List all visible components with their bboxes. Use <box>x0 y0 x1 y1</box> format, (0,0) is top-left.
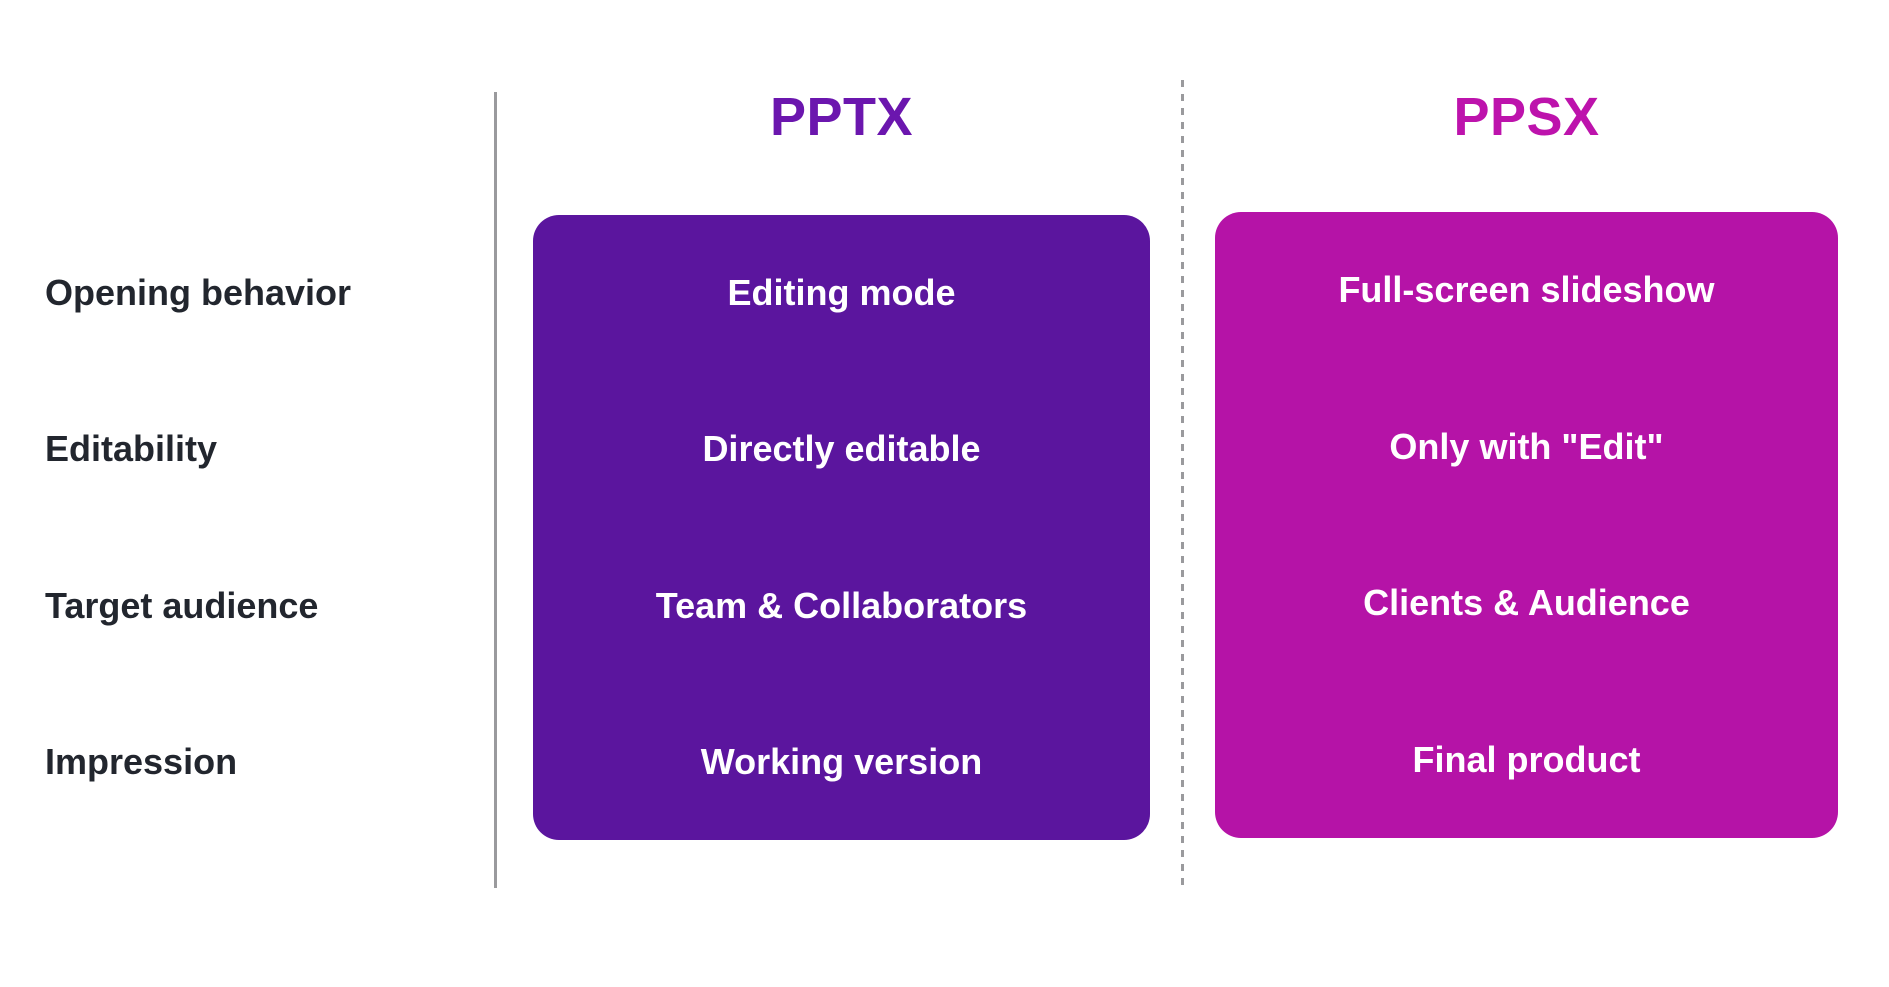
card-pptx: Editing mode Directly editable Team & Co… <box>533 215 1150 840</box>
cell-ppsx-target-audience: Clients & Audience <box>1363 582 1690 624</box>
cell-ppsx-editability: Only with "Edit" <box>1389 425 1664 467</box>
row-label-opening-behavior: Opening behavior <box>45 272 352 314</box>
cell-pptx-opening-behavior: Editing mode <box>727 272 956 314</box>
row-label-target-audience: Target audience <box>45 584 319 626</box>
cell-ppsx-opening-behavior: Full-screen slideshow <box>1338 269 1715 311</box>
cell-pptx-target-audience: Team & Collaborators <box>655 584 1028 626</box>
card-ppsx: Full-screen slideshow Only with "Edit" C… <box>1215 212 1838 838</box>
column-divider-dotted <box>1181 80 1184 890</box>
cell-ppsx-impression: Final product <box>1412 738 1641 780</box>
column-divider-solid <box>494 92 497 888</box>
column-header-ppsx: PPSX <box>1453 87 1600 147</box>
cell-pptx-impression: Working version <box>700 740 983 782</box>
row-label-impression: Impression <box>45 740 238 782</box>
row-label-editability: Editability <box>45 428 218 470</box>
cell-pptx-editability: Directly editable <box>702 428 981 470</box>
row-label-column: Opening behavior Editability Target audi… <box>45 215 475 840</box>
column-header-pptx: PPTX <box>769 87 914 147</box>
